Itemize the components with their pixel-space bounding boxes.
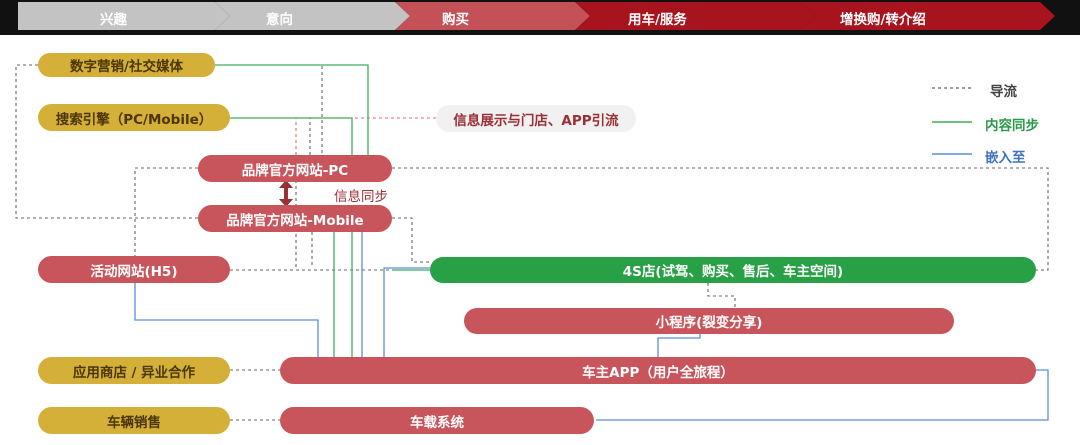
stage-label-repurchase: 增换购/转介绍 [840,12,926,28]
legend-sync-label: 内容同步 [985,118,1039,134]
stage-label-intent: 意向 [266,12,293,28]
sync-arrow [279,180,293,207]
node-search-engine: 搜索引擎（PC/Mobile） [38,104,230,131]
legend-guide-label: 导流 [990,84,1017,100]
node-campaign-site: 活动网站(H5) [38,256,230,283]
node-app-store: 应用商店 / 异业合作 [38,357,230,384]
node-brand-mobile: 品牌官方网站-Mobile [198,205,392,232]
stage-arrow-repurchase [800,2,1055,30]
stage-arrow-interest [18,2,230,30]
node-4s-store: 4S店(试驾、购买、售后、车主空间) [430,257,1036,283]
stage-arrow-purchase [395,2,590,30]
node-brand-pc: 品牌官方网站-PC [198,155,392,182]
stage-label-service: 用车/服务 [628,12,687,28]
embed-lines [134,232,1049,421]
sync-lines [215,64,430,357]
node-digital-marketing: 数字营销/社交媒体 [38,53,215,77]
node-mini-program: 小程序(裂变分享) [464,308,954,334]
node-info-display: 信息展示与门店、APP引流 [436,105,636,132]
stage-arrow-intent [215,2,410,30]
stage-label-purchase: 购买 [442,12,469,28]
node-vehicle-sales: 车辆销售 [38,407,230,434]
info-display-line [295,117,436,155]
node-in-car-system: 车载系统 [280,407,594,434]
stage-label-interest: 兴趣 [100,12,127,28]
label-info-sync: 信息同步 [334,189,388,205]
node-owner-app: 车主APP（用户全旅程） [280,357,1036,384]
legend-embed-label: 嵌入至 [985,150,1026,166]
stage-arrow-service [575,2,815,30]
